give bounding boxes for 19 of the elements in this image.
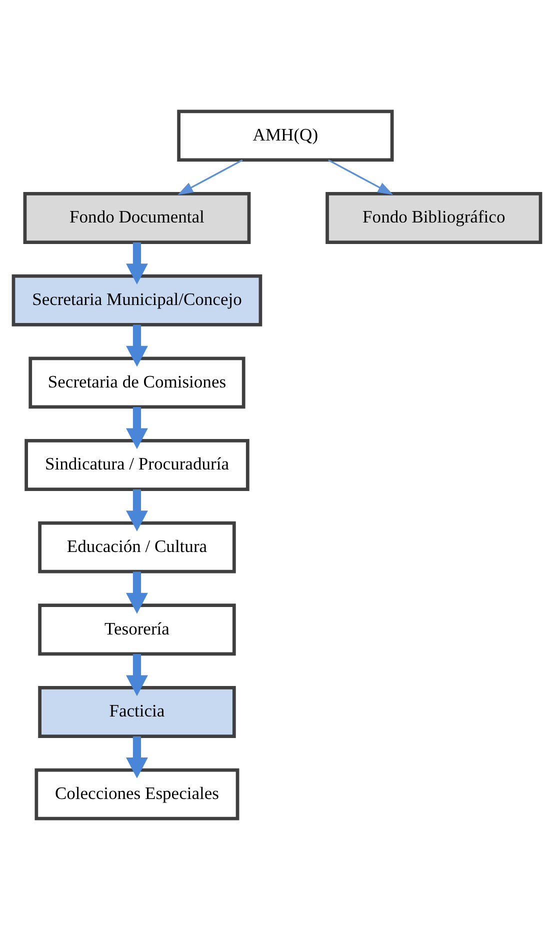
arrow [126,654,148,696]
node-box: Sindicatura / Procuraduría [24,438,250,490]
node-box: AMH(Q) [177,109,394,162]
node-box: Facticia [38,686,236,738]
arrow [328,158,394,194]
node-box: Fondo Documental [23,192,251,244]
node-box: Educación / Cultura [38,520,236,573]
arrow [178,158,243,194]
arrow [126,242,148,284]
node-box: Tesorería [38,603,236,656]
arrow [126,571,148,614]
node-box: Secretaria Municipal/Concejo [12,274,262,326]
arrow [126,406,148,449]
node-box: Colecciones Especiales [34,768,240,820]
arrow [126,488,148,531]
arrow [126,324,148,366]
node-box: Fondo Bibliográfico [326,192,542,244]
arrow [126,736,148,778]
node-box: Secretaria de Comisiones [28,356,246,408]
